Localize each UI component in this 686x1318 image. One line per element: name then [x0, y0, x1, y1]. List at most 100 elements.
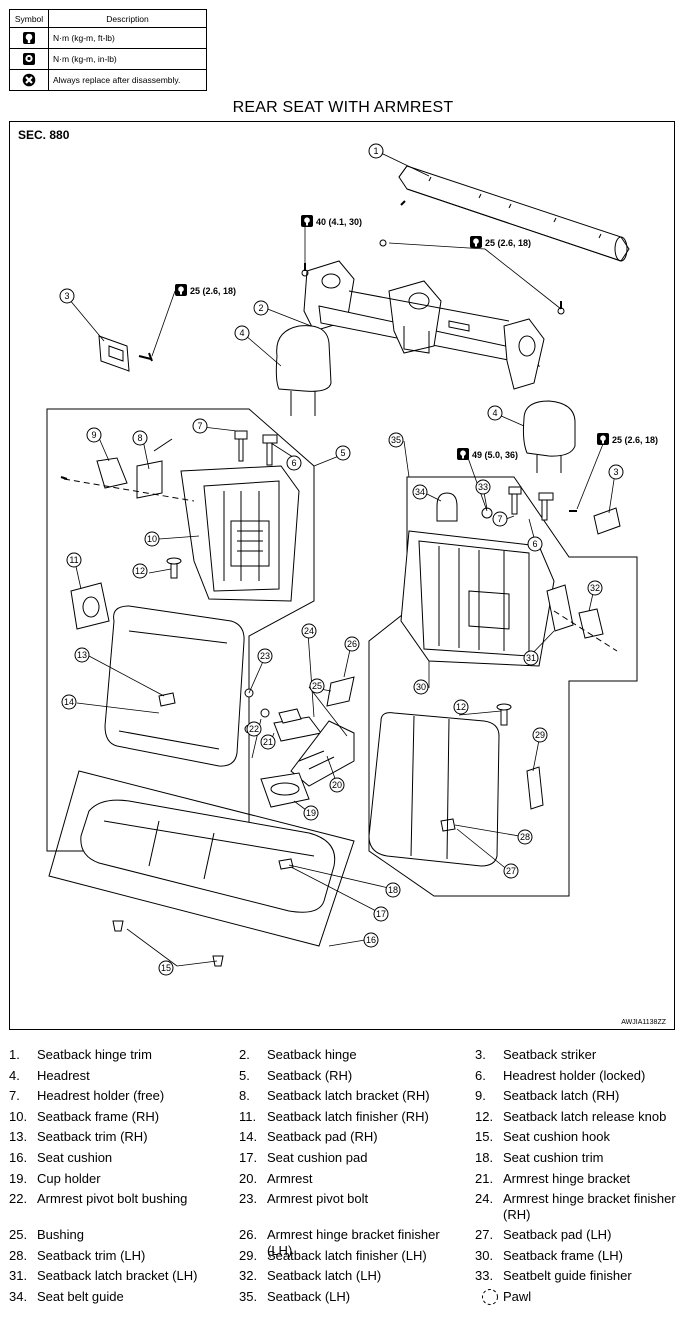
callout-22: 22	[246, 721, 262, 737]
legend-text: Seat cushion hook	[503, 1129, 610, 1145]
svg-text:11: 11	[69, 555, 78, 565]
legend-number: 28.	[9, 1247, 28, 1263]
callout-7: 7	[192, 418, 208, 434]
callout-6: 6	[286, 455, 302, 471]
legend-number: 33.	[475, 1268, 494, 1284]
legend-number: 18.	[475, 1149, 494, 1165]
legend-number: 25.	[9, 1227, 28, 1243]
seat-cushion-hooks	[112, 920, 224, 967]
legend-text: Headrest holder (locked)	[503, 1067, 646, 1083]
callout-7: 7	[492, 511, 508, 527]
legend-text: Seat cushion trim	[503, 1149, 604, 1165]
legend-number: 34.	[9, 1288, 28, 1304]
callout-8: 8	[132, 430, 148, 446]
legend-number: 31.	[9, 1268, 28, 1284]
svg-text:30: 30	[416, 682, 426, 692]
callout-24: 24	[301, 623, 317, 639]
always-replace-icon	[9, 69, 49, 91]
symbol-header: Symbol	[9, 9, 49, 28]
svg-text:23: 23	[260, 651, 270, 661]
headrest-right	[522, 400, 576, 473]
page-title: REAR SEAT WITH ARMREST	[232, 99, 454, 116]
callout-34: 34	[412, 484, 428, 500]
svg-text:12: 12	[456, 702, 466, 712]
legend-number: 15.	[475, 1129, 494, 1145]
legend-text: Seatback pad (RH)	[267, 1129, 378, 1145]
torque-label-40: 40 (4.1, 30)	[300, 214, 362, 228]
legend-number: 2.	[239, 1047, 250, 1062]
seat-belt-guide	[436, 492, 493, 522]
legend-text: Armrest hinge bracket finisher (RH)	[503, 1191, 676, 1223]
svg-text:31: 31	[526, 653, 536, 663]
svg-text:49 (5.0, 36): 49 (5.0, 36)	[472, 450, 518, 460]
svg-text:29: 29	[535, 730, 545, 740]
callout-12: 12	[132, 563, 148, 579]
seatback-latch-lh	[546, 584, 618, 652]
legend-text: Cup holder	[37, 1170, 101, 1186]
legend-text: Seat cushion pad	[267, 1149, 368, 1165]
svg-text:27: 27	[506, 866, 516, 876]
legend-number: 17.	[239, 1149, 258, 1165]
torque-label-25: 25 (2.6, 18)	[174, 283, 236, 297]
legend-row: 7.Headrest holder (free)8.Seatback latch…	[9, 1088, 679, 1109]
callout-4: 4	[487, 405, 503, 421]
callout-11: 11	[66, 552, 82, 568]
torque-label-25: 25 (2.6, 18)	[469, 235, 531, 249]
callout-27: 27	[503, 863, 519, 879]
callouts: 1 2 3 3 4 4 5 6 6 7 7 8 9 10 11 12 12 13…	[59, 143, 624, 976]
legend-number: 3.	[475, 1047, 486, 1062]
exploded-diagram: 1 2 3 3 4 4 5 6 6 7 7 8 9 10 11 12 12 13…	[46, 143, 658, 976]
legend-number: 1.	[9, 1047, 20, 1062]
legend-number: 35.	[239, 1288, 258, 1304]
svg-text:17: 17	[376, 909, 386, 919]
callout-10: 10	[144, 531, 160, 547]
legend-number: 22.	[9, 1191, 28, 1207]
svg-text:10: 10	[147, 534, 157, 544]
legend-text: Pawl	[503, 1288, 532, 1304]
seatback-trim-rh	[104, 605, 245, 767]
callout-3: 3	[59, 288, 75, 304]
svg-text:32: 32	[590, 583, 600, 593]
legend-text: Seatback latch release knob	[503, 1108, 667, 1124]
legend-text: Seatback latch finisher (RH)	[267, 1108, 429, 1124]
svg-text:26: 26	[347, 639, 357, 649]
callout-13: 13	[74, 647, 90, 663]
seatback-frame-lh	[400, 530, 555, 667]
legend-number: 12.	[475, 1108, 494, 1124]
legend-text: Seatback frame (LH)	[503, 1247, 623, 1263]
callout-19: 19	[303, 805, 319, 821]
pawl-icon	[482, 1288, 498, 1305]
legend-number: 11.	[239, 1108, 257, 1124]
svg-text:24: 24	[304, 626, 314, 636]
callout-20: 20	[329, 777, 345, 793]
svg-text:6: 6	[291, 458, 296, 468]
svg-text:9: 9	[91, 430, 96, 440]
svg-text:25 (2.6, 18): 25 (2.6, 18)	[485, 238, 531, 248]
legend-text: Seatback latch finisher (LH)	[267, 1247, 427, 1263]
callout-6: 6	[527, 536, 543, 552]
torque-label-25: 25 (2.6, 18)	[596, 432, 658, 446]
svg-text:35: 35	[391, 435, 401, 445]
legend-text: Armrest	[267, 1170, 313, 1186]
seatback-frame-rh	[180, 465, 300, 602]
legend-number: 9.	[475, 1088, 486, 1104]
callout-15: 15	[158, 960, 174, 976]
legend-text: Armrest hinge bracket	[503, 1170, 631, 1186]
legend-number: 26.	[239, 1227, 258, 1243]
symbol-table: Symbol Description N·m (kg-m, ft-lb) N·m…	[9, 9, 207, 91]
legend-number: 10.	[9, 1108, 28, 1124]
svg-text:40 (4.1, 30): 40 (4.1, 30)	[316, 217, 362, 227]
svg-text:22: 22	[249, 724, 259, 734]
legend-text: Seatback hinge trim	[37, 1047, 152, 1062]
legend-text: Headrest holder (free)	[37, 1088, 165, 1104]
callout-5: 5	[335, 445, 351, 461]
leader-lines	[68, 152, 616, 967]
svg-text:7: 7	[197, 421, 202, 431]
seatback-hinge	[301, 239, 565, 390]
symbol-desc: N·m (kg-m, in-lb)	[48, 48, 207, 70]
legend-number: 24.	[475, 1191, 494, 1207]
seatback-latch-rh	[60, 438, 195, 502]
seat-cushion	[48, 770, 355, 947]
svg-text:2: 2	[258, 303, 263, 313]
